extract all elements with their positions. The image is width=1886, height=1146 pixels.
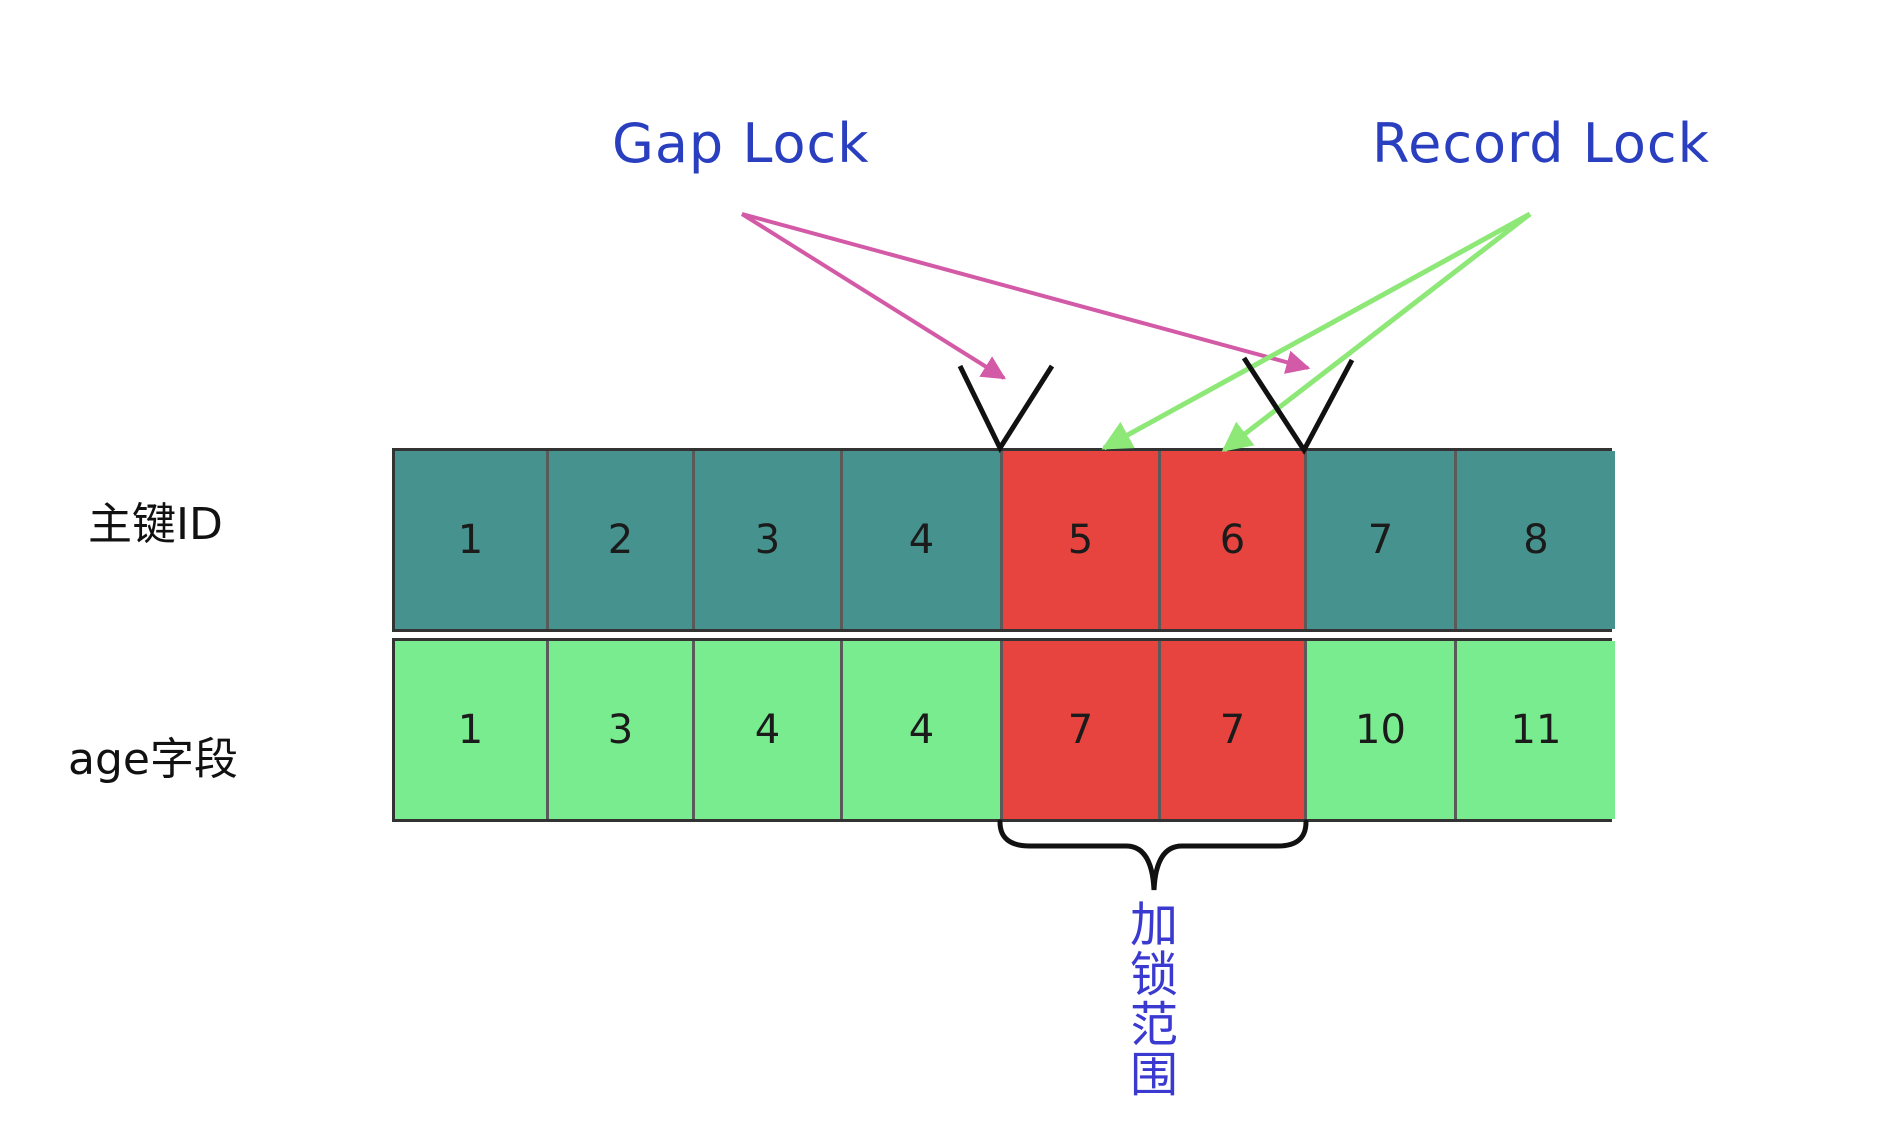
record-lock-arrow-right bbox=[1221, 212, 1532, 452]
record-lock-arrow-left bbox=[1101, 211, 1532, 451]
age-cell-locked: 7 bbox=[1003, 641, 1161, 819]
gap-marker-right bbox=[1241, 356, 1355, 455]
id-cell: 7 bbox=[1307, 451, 1457, 629]
id-cell: 8 bbox=[1457, 451, 1615, 629]
gap-lock-label: Gap Lock bbox=[612, 112, 870, 175]
age-cell: 10 bbox=[1307, 641, 1457, 819]
id-cell: 3 bbox=[695, 451, 843, 629]
age-cell: 1 bbox=[395, 641, 549, 819]
gap-lock-arrow-left bbox=[740, 212, 1007, 380]
age-cell: 3 bbox=[549, 641, 695, 819]
lock-range-brace bbox=[997, 819, 1309, 891]
age-cell: 4 bbox=[695, 641, 843, 819]
lock-range-label: 加锁范围 bbox=[1129, 897, 1178, 1103]
age-row-label: age字段 bbox=[68, 734, 238, 785]
gap-lock-arrow-right bbox=[741, 212, 1311, 374]
age-cell-locked: 7 bbox=[1161, 641, 1307, 819]
id-cell: 2 bbox=[549, 451, 695, 629]
id-cell: 1 bbox=[395, 451, 549, 629]
id-cell: 4 bbox=[843, 451, 1003, 629]
age-cell: 11 bbox=[1457, 641, 1615, 819]
record-lock-label: Record Lock bbox=[1372, 112, 1710, 175]
gap-marker-left bbox=[957, 364, 1055, 454]
primary-key-row-label: 主键ID bbox=[88, 499, 223, 550]
age-cell: 4 bbox=[843, 641, 1003, 819]
id-cell-locked: 6 bbox=[1161, 451, 1307, 629]
id-cell-locked: 5 bbox=[1003, 451, 1161, 629]
